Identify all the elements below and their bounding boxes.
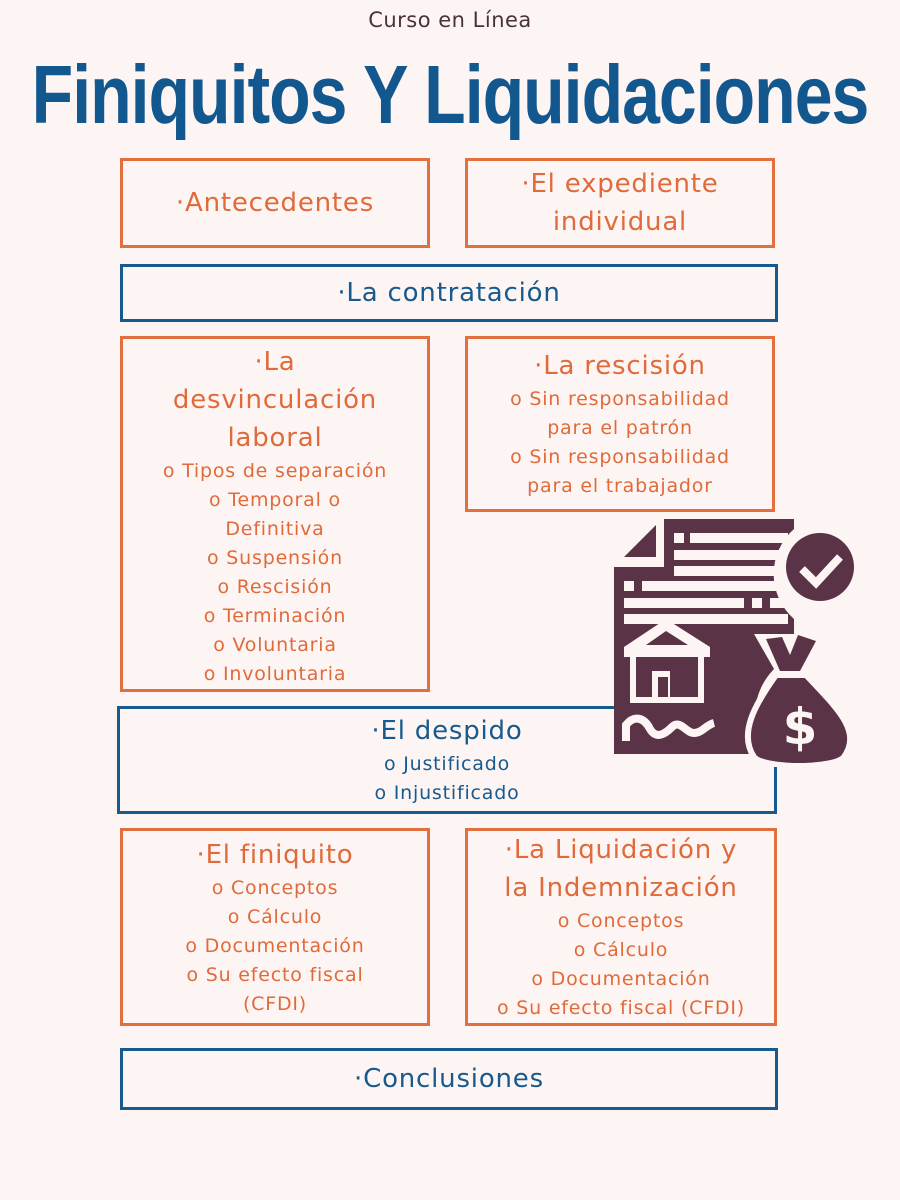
section-antecedentes: ·Antecedentes xyxy=(120,158,430,248)
list-item: o Terminación xyxy=(203,605,347,627)
section-heading: ·El finiquito xyxy=(196,839,354,870)
section-heading: ·El despido xyxy=(371,716,523,746)
section-liquidacion-indemnizacion: ·La Liquidación y la Indemnización o Con… xyxy=(465,828,777,1026)
list-item: o Conceptos xyxy=(211,876,339,899)
course-subtitle: Curso en Línea xyxy=(368,8,532,32)
section-rescision: ·La rescisión o Sin responsabilidad para… xyxy=(465,336,775,512)
section-contratacion: ·La contratación xyxy=(120,264,778,322)
list-item: para el trabajador xyxy=(527,475,713,497)
list-item: Definitiva xyxy=(225,518,325,540)
section-heading-cont: laboral xyxy=(227,423,323,453)
list-item: o Sin responsabilidad xyxy=(510,388,730,410)
list-item: o Cálculo xyxy=(573,939,669,961)
section-heading-cont: individual xyxy=(552,207,688,237)
list-item: o Su efecto fiscal (CFDI) xyxy=(497,997,745,1019)
list-item: o Involuntaria xyxy=(203,663,347,685)
list-item: para el patrón xyxy=(547,417,693,439)
section-heading: ·Antecedentes xyxy=(175,188,375,218)
list-item: o Cálculo xyxy=(227,905,323,928)
list-item: o Temporal o xyxy=(209,489,341,511)
section-finiquito: ·El finiquito o Conceptos o Cálculo o Do… xyxy=(120,828,430,1026)
list-item: o Justificado xyxy=(383,753,511,775)
list-item: o Documentación xyxy=(185,934,365,957)
list-item: o Tipos de separación xyxy=(162,460,388,482)
list-item: o Injustificado xyxy=(374,782,520,804)
section-heading: ·La contratación xyxy=(337,278,561,308)
list-item: o Voluntaria xyxy=(213,634,337,656)
section-heading-cont: desvinculación xyxy=(172,385,378,415)
list-item: o Documentación xyxy=(531,968,711,990)
section-desvinculacion-laboral: ·La desvinculación laboral o Tipos de se… xyxy=(120,336,430,692)
list-item: o Rescisión xyxy=(217,576,333,598)
svg-text:$: $ xyxy=(783,698,818,756)
section-heading-cont: la Indemnización xyxy=(504,873,738,903)
list-item: o Sin responsabilidad xyxy=(510,446,730,468)
contract-document-money-icon: $ xyxy=(614,519,862,769)
list-item: o Conceptos xyxy=(557,910,685,932)
list-item: o Suspensión xyxy=(207,547,343,569)
section-conclusiones: ·Conclusiones xyxy=(120,1048,778,1110)
section-heading: ·La xyxy=(254,347,296,377)
section-despido: ·El despido o Justificado o Injustificad… xyxy=(117,706,777,814)
section-heading: ·Conclusiones xyxy=(354,1064,544,1094)
section-heading: ·El expediente xyxy=(521,169,719,199)
list-item: o Su efecto fiscal xyxy=(186,963,364,986)
section-expediente-individual: ·El expediente individual xyxy=(465,158,775,248)
section-heading: ·La Liquidación y xyxy=(504,835,738,865)
section-heading: ·La rescisión xyxy=(534,351,706,381)
page-title: Finiquitos Y Liquidaciones xyxy=(31,48,870,142)
list-item: (CFDI) xyxy=(242,992,308,1015)
